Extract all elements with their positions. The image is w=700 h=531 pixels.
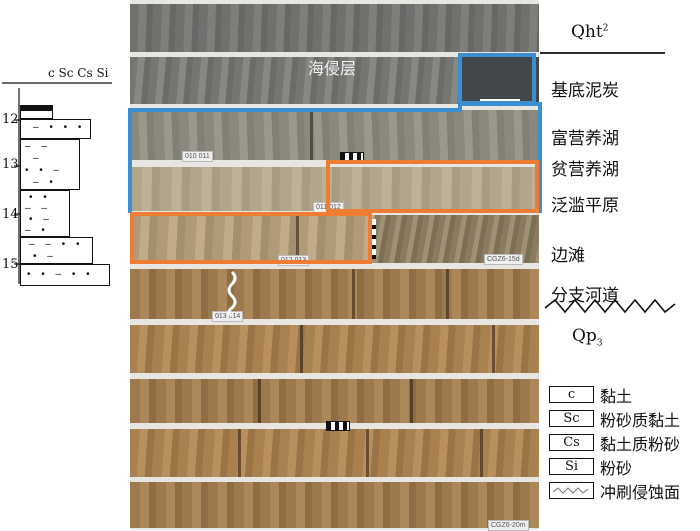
- orange-box-pointbar: [130, 212, 372, 264]
- legend-key-erosion: [549, 482, 594, 499]
- bed-silt-3: • • – • •: [20, 264, 110, 286]
- grain-size-header: c Sc Cs Si: [48, 66, 109, 80]
- core-photo: 010 011 011 012 012 013 013 014 CGZ6-15d…: [130, 0, 539, 531]
- legend-text-silt: 粉砂: [600, 459, 633, 478]
- label-basal-peat: 基底泥炭: [551, 81, 619, 101]
- core-tray-8: [130, 379, 539, 423]
- grain-size-axis: [2, 82, 112, 284]
- core-id-1: CGZ6-15d: [484, 254, 523, 265]
- legend-key-si: Si: [549, 458, 594, 475]
- bed-silt-1: – • • •: [20, 119, 91, 139]
- blue-outline-lake: [128, 102, 542, 213]
- depth-14: 14: [2, 207, 19, 222]
- bed-cs-1: • • – – • – – •: [20, 190, 70, 237]
- label-floodplain: 泛滥平原: [551, 196, 619, 216]
- scale-bar-2: [326, 421, 350, 431]
- legend-text-clayey-silt: 黏土质粉砂: [600, 435, 681, 454]
- core-tray-1: [130, 4, 539, 52]
- core-tray-6: [130, 269, 539, 319]
- legend-text-erosion-surface: 冲刷侵蚀面: [600, 483, 681, 502]
- core-id-2: CGZ6-20m: [488, 520, 529, 531]
- blue-box-peat: [458, 53, 536, 105]
- core-tray-7: [130, 325, 539, 373]
- depth-ticks: [14, 119, 20, 265]
- erosion-mark-core: [227, 270, 237, 318]
- legend-key-cs: Cs: [549, 434, 594, 451]
- legend-key-c: c: [549, 386, 594, 403]
- orange-box-floodplain: [326, 160, 539, 213]
- label-point-bar: 边滩: [551, 246, 585, 266]
- qht-label: Qht2: [571, 22, 609, 42]
- depth-12: 12: [2, 112, 19, 127]
- bed-sc-1: – – – • • – – •: [20, 139, 80, 190]
- erosion-boundary-line: [544, 298, 676, 314]
- legend-text-silty-clay: 粉砂质黏土: [600, 411, 681, 430]
- label-distributary-channel: 分支河道: [551, 286, 619, 306]
- core-tray-5: [130, 215, 539, 263]
- label-eutrophic-lake: 富营养湖: [551, 129, 619, 149]
- label-oligotrophic-lake: 贫营养湖: [551, 160, 619, 180]
- sample-tag-010-011: 010 011: [182, 151, 213, 162]
- core-tray-10: [130, 482, 539, 528]
- legend-text-clay: 黏土: [600, 387, 633, 406]
- depth-13: 13: [2, 157, 19, 172]
- legend-key-sc: Sc: [549, 410, 594, 427]
- qp-label: Qp3: [572, 326, 603, 349]
- bed-silt-2: – – • • • –: [20, 237, 93, 264]
- marine-layer-label: 海侵层: [308, 59, 357, 78]
- core-tray-2: [130, 57, 539, 104]
- erosion-symbol-icon: [552, 487, 589, 494]
- core-tray-9: [130, 429, 539, 477]
- qht-boundary-line: [540, 52, 665, 54]
- bed-peat: [20, 105, 53, 119]
- depth-15: 15: [2, 257, 19, 272]
